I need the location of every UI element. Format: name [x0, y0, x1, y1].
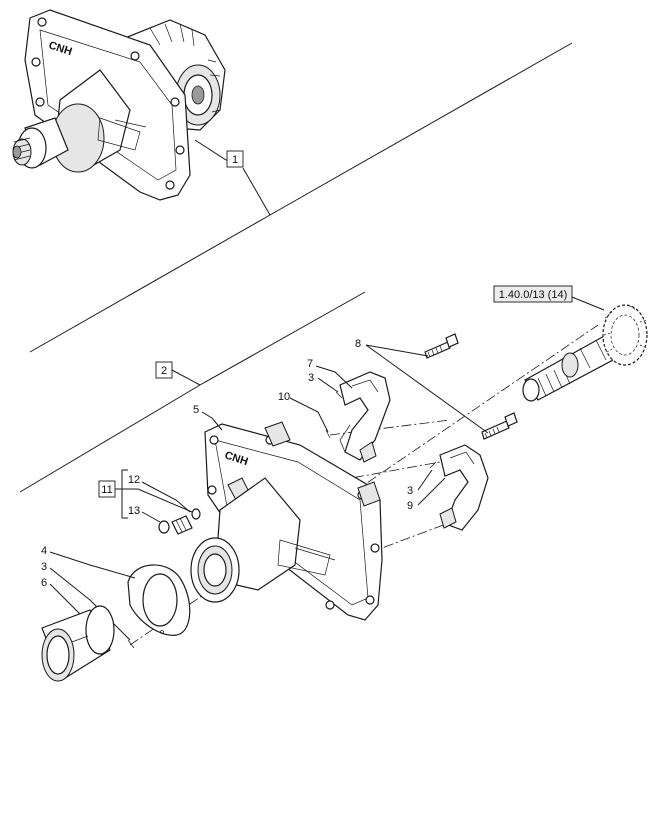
top-cone-housing: [51, 69, 147, 173]
svg-text:1: 1: [232, 154, 238, 166]
fitting-nipple: [158, 508, 201, 535]
svg-text:8: 8: [355, 338, 361, 350]
svg-text:13: 13: [128, 505, 140, 517]
svg-text:5: 5: [193, 404, 199, 416]
clamp-lower: [439, 444, 489, 531]
reference-callout: 1.40.0/13 (14): [493, 285, 605, 311]
callout-1: 1: [194, 139, 271, 216]
callout-4: 4: [41, 545, 136, 579]
svg-text:3: 3: [407, 485, 413, 497]
svg-text:7: 7: [307, 358, 313, 370]
bolt-upper: [424, 333, 459, 359]
callout-8: 8: [355, 338, 489, 434]
callout-7: 7: [307, 358, 353, 389]
callout-3-left: 3: [41, 561, 135, 649]
svg-text:9: 9: [407, 500, 413, 512]
svg-text:2: 2: [161, 365, 167, 377]
callout-9: 9: [407, 477, 446, 512]
callout-5: 5: [193, 404, 223, 431]
callout-11: 11: [98, 469, 193, 519]
clamp-upper: [339, 371, 391, 463]
svg-text:4: 4: [41, 545, 47, 557]
callout-6: 6: [41, 577, 81, 615]
callout-3-upper: 3: [308, 372, 343, 399]
separator-line-upper: [29, 42, 573, 353]
reference-label: 1.40.0/13 (14): [499, 289, 568, 301]
callout-12: 12: [128, 474, 191, 513]
callout-3-lower: 3: [407, 461, 437, 497]
spindle-bore: [190, 537, 240, 603]
callout-10: 10: [278, 391, 331, 439]
bushing: [41, 605, 115, 682]
svg-text:3: 3: [308, 372, 314, 384]
seal-ring: [127, 564, 191, 636]
pinion-gear: [602, 304, 648, 366]
svg-text:10: 10: [278, 391, 290, 403]
svg-text:11: 11: [101, 484, 112, 496]
callout-2: 2: [155, 361, 201, 386]
top-output-shaft: [12, 117, 69, 169]
svg-text:12: 12: [128, 474, 140, 486]
top-final-drive-assembly: CNH: [12, 9, 226, 201]
svg-text:3: 3: [41, 561, 47, 573]
bolt-lower: [481, 412, 518, 440]
svg-text:6: 6: [41, 577, 47, 589]
callout-13: 13: [128, 505, 161, 523]
